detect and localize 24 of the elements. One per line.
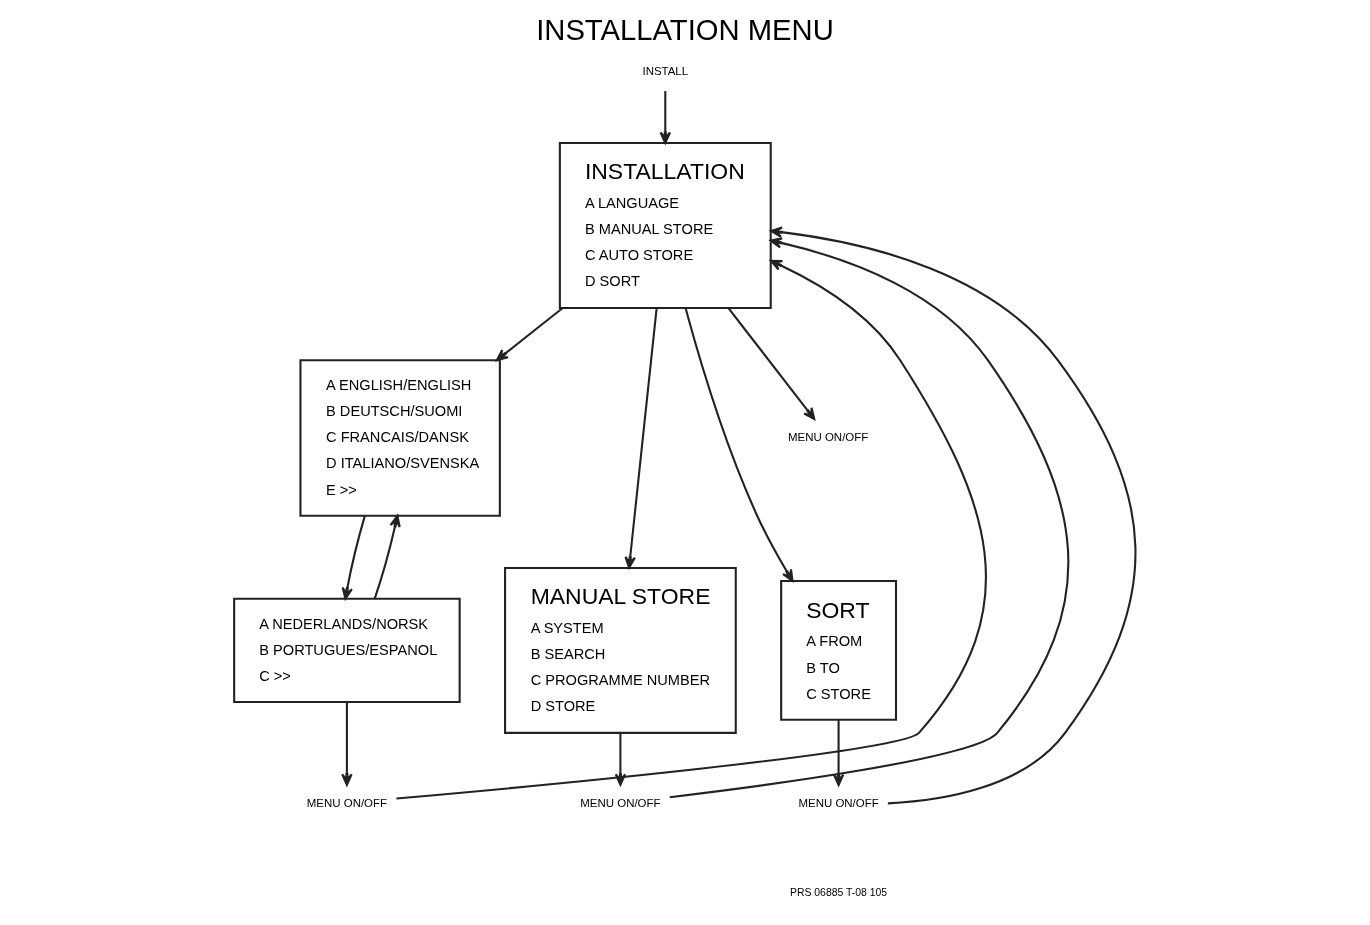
node-box: SORT A FROM B TO C STORE [780, 579, 898, 721]
arrow [341, 515, 366, 600]
arrow [832, 720, 845, 787]
node-text: INSTALL [642, 65, 689, 78]
label: PRS 06885 T-08 105 [790, 887, 888, 899]
node-text: MENU ON/OFF [306, 796, 388, 809]
arrow [727, 307, 816, 421]
node-box: INSTALLATION A LANGUAGE B MANUAL STORE C AUTO STORE D SORT [558, 142, 772, 310]
arrow [770, 226, 1137, 805]
arrow [684, 308, 794, 582]
node-text: MENU ON/OFF [788, 430, 869, 443]
diagram-title: INSTALLATION MENU [536, 14, 834, 47]
arrow [396, 259, 987, 800]
arrow [373, 514, 401, 599]
node-box: A ENGLISH/ENGLISH B DEUTSCH/SUOMI C FRANCAIS/DANSK D ITALIANO/SVENSKA E >> [299, 359, 501, 517]
arrow [624, 308, 658, 569]
arrow [669, 237, 1069, 799]
arrow [341, 702, 353, 786]
node-text: MENU ON/OFF [580, 796, 661, 809]
arrow [495, 307, 564, 362]
node-text: MENU ON/OFF [798, 796, 879, 809]
node-box: MANUAL STORE A SYSTEM B SEARCH C PROGRAMME NUMBER D STORE [504, 566, 737, 734]
arrow [659, 91, 672, 144]
node-box: A NEDERLANDS/NORSK B PORTUGUES/ESPANOL C >> [233, 597, 461, 704]
